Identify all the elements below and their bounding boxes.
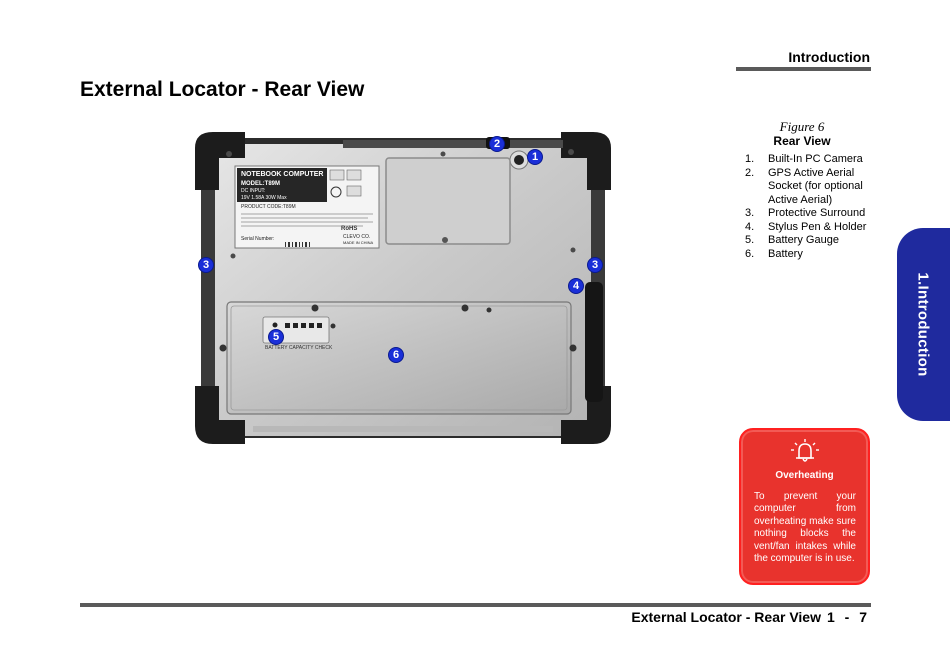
- label-line-3: DC INPUT:: [241, 188, 265, 194]
- label-line-7: CLEVO CO.: [343, 234, 370, 240]
- figure-caption-title: Rear View: [773, 134, 831, 148]
- legend-item: 4.Stylus Pen & Holder: [745, 220, 867, 233]
- legend-item: 1.Built-In PC Camera: [745, 153, 863, 165]
- section-header: Introduction: [788, 49, 870, 65]
- legend-item: 5.Battery Gauge: [745, 234, 839, 246]
- chapter-tab-label: 1.Introduction: [915, 272, 933, 377]
- label-line-5: PRODUCT CODE:T89M: [241, 204, 296, 210]
- header-rule: [736, 67, 871, 71]
- label-line-2: MODEL:T89M: [241, 181, 280, 187]
- chapter-tab-label-wrap: 1.Introduction: [897, 228, 950, 421]
- marker-3-left: 3: [198, 257, 214, 273]
- legend-item: 3.Protective Surround: [745, 207, 866, 219]
- label-line-1: NOTEBOOK COMPUTER: [241, 171, 323, 178]
- marker-4: 4: [568, 278, 584, 294]
- page-number: 1 - 7: [826, 609, 870, 625]
- label-line-4: 19V 1.58A 30W Max: [241, 195, 287, 201]
- overheating-warning-box: Overheating To prevent your computer fro…: [739, 428, 870, 585]
- marker-1: 1: [527, 149, 543, 165]
- component-legend: 1.Built-In PC Camera 2.GPS Active Aerial…: [745, 153, 875, 261]
- page-title: External Locator - Rear View: [80, 78, 365, 101]
- label-line-6: Serial Number:: [241, 236, 274, 242]
- overheating-warning-icon: [791, 439, 819, 462]
- legend-item: 6.Battery: [745, 247, 803, 260]
- footer-title: External Locator - Rear View: [631, 609, 821, 625]
- chapter-tab[interactable]: [897, 228, 950, 421]
- marker-6: 6: [388, 347, 404, 363]
- page-footer: External Locator - Rear View 1 - 7: [631, 609, 870, 625]
- figure-caption-label: Figure 6: [779, 119, 825, 134]
- legend-item: 2.GPS Active Aerial Socket (for optional…: [745, 166, 863, 206]
- footer-rule: [80, 603, 871, 607]
- warning-text: To prevent your computer from overheatin…: [754, 491, 856, 565]
- warning-title: Overheating: [775, 470, 834, 481]
- marker-2: 2: [489, 136, 505, 152]
- label-line-8: MADE IN CHINA: [343, 240, 374, 245]
- label-rohs: RoHS: [341, 226, 357, 232]
- battery-gauge-label: BATTERY CAPACITY CHECK: [265, 345, 333, 351]
- marker-3-right: 3: [587, 257, 603, 273]
- rear-view-figure: NOTEBOOK COMPUTER MODEL:T89M DC INPUT: 1…: [193, 130, 613, 445]
- marker-5: 5: [268, 329, 284, 345]
- notebook-rear-illustration: NOTEBOOK COMPUTER MODEL:T89M DC INPUT: 1…: [195, 132, 611, 444]
